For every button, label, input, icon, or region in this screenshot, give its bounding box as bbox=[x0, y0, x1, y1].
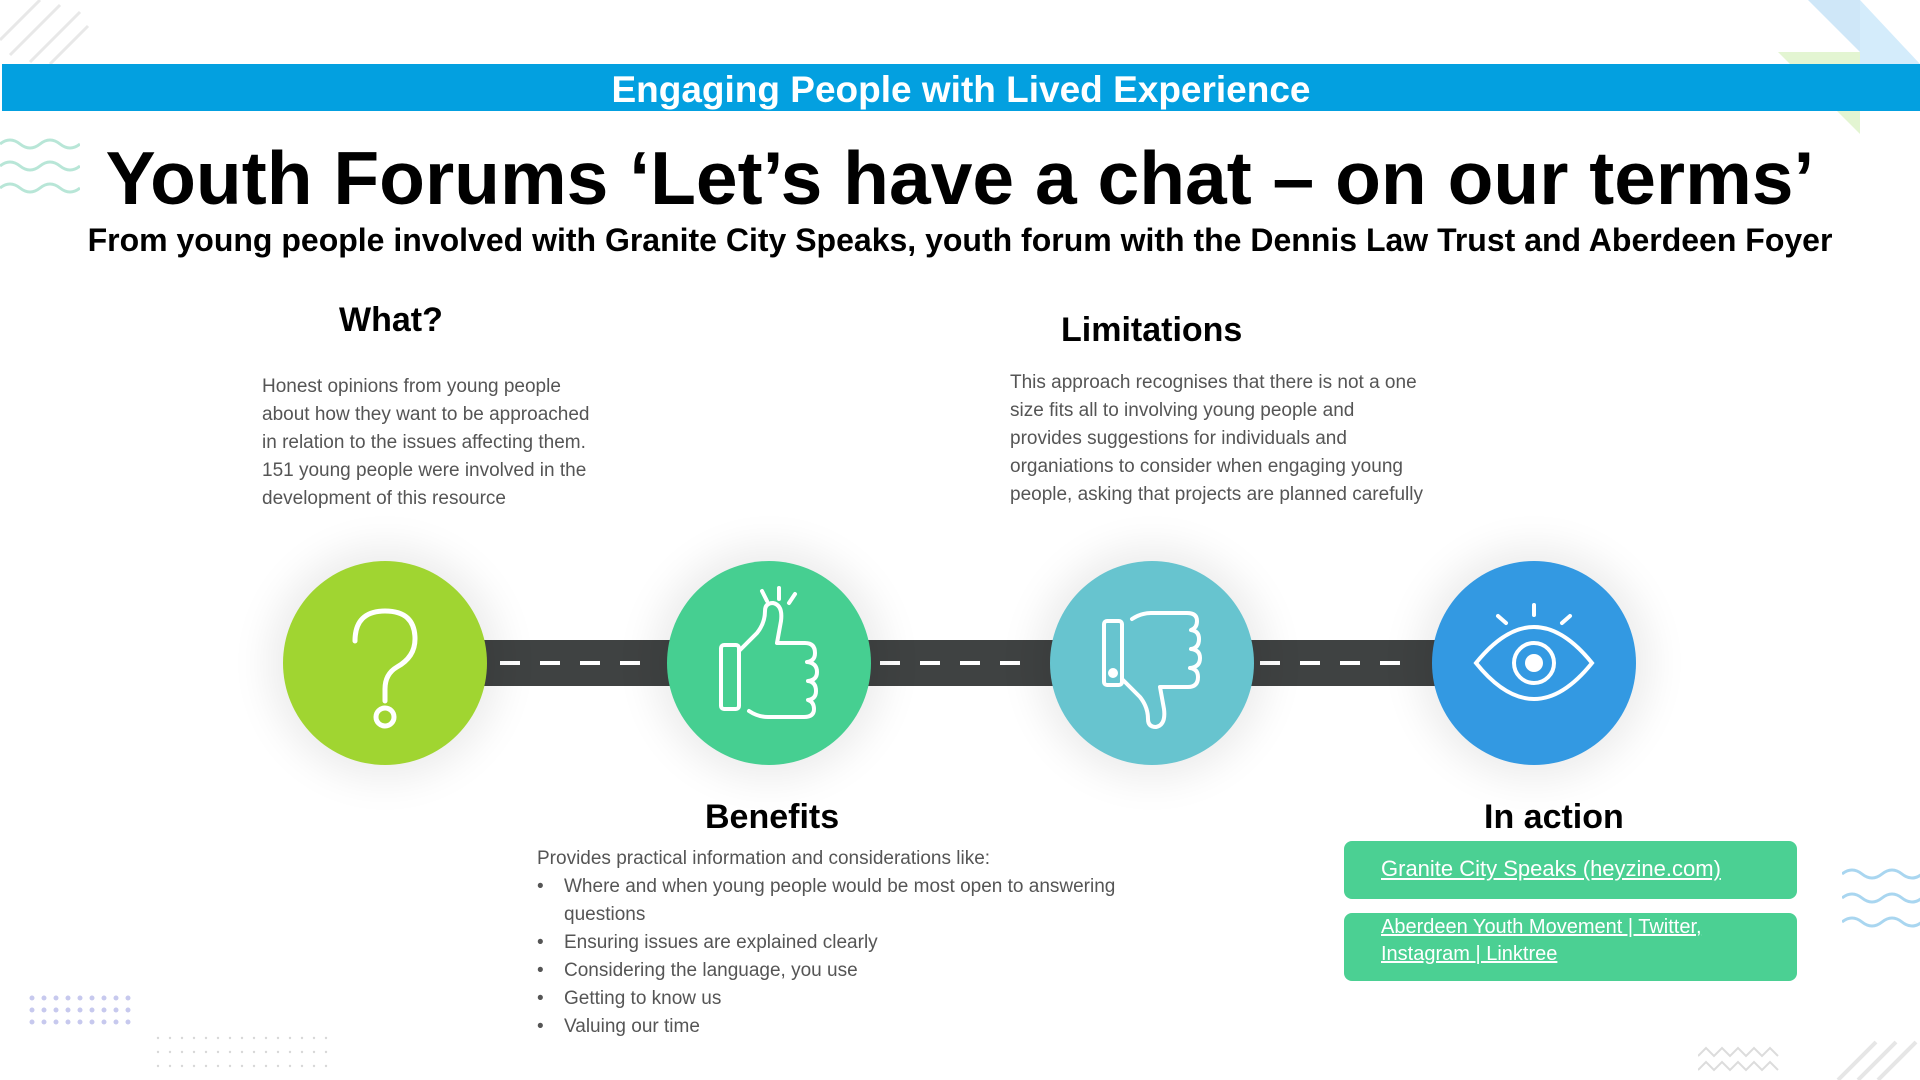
link-box-granite-city-speaks[interactable]: Granite City Speaks (heyzine.com) bbox=[1344, 841, 1797, 899]
page-title: Youth Forums ‘Let’s have a chat – on our… bbox=[105, 136, 1815, 220]
what-line: development of this resource bbox=[262, 488, 506, 509]
road-dash bbox=[920, 661, 940, 665]
road-dash bbox=[960, 661, 980, 665]
granite-city-speaks-link[interactable]: Granite City Speaks (heyzine.com) bbox=[1381, 856, 1721, 881]
limitations-circle bbox=[1050, 561, 1254, 765]
list-item: Getting to know us bbox=[537, 985, 1177, 1013]
what-circle bbox=[283, 561, 487, 765]
what-line: 151 young people were involved in the bbox=[262, 460, 587, 481]
limitations-line: people, asking that projects are planned… bbox=[1010, 484, 1423, 505]
what-line: in relation to the issues affecting them… bbox=[262, 432, 586, 453]
limitations-line: organiations to consider when engaging y… bbox=[1010, 456, 1403, 477]
what-description: Honest opinions from young people about … bbox=[262, 373, 632, 513]
section-banner: Engaging People with Lived Experience bbox=[2, 64, 1920, 111]
road-dash bbox=[500, 661, 520, 665]
road-dash bbox=[1380, 661, 1400, 665]
road-connector bbox=[470, 640, 1470, 686]
road-dash bbox=[1340, 661, 1360, 665]
road-dash bbox=[620, 661, 640, 665]
limitations-line: size fits all to involving young people … bbox=[1010, 400, 1355, 421]
what-line: Honest opinions from young people bbox=[262, 376, 561, 397]
benefits-circle bbox=[667, 561, 871, 765]
list-item: Where and when young people would be mos… bbox=[537, 873, 1177, 929]
in-action-heading: In action bbox=[1484, 798, 1624, 836]
limitations-line: This approach recognises that there is n… bbox=[1010, 372, 1417, 393]
what-line: about how they want to be approached bbox=[262, 404, 590, 425]
limitations-heading: Limitations bbox=[1061, 311, 1243, 349]
limitations-line: provides suggestions for individuals and bbox=[1010, 428, 1347, 449]
eye-icon bbox=[1473, 603, 1595, 701]
road-dash bbox=[1000, 661, 1020, 665]
list-item: Ensuring issues are explained clearly bbox=[537, 929, 1177, 957]
thumbs-up-icon bbox=[719, 586, 819, 719]
list-item: Valuing our time bbox=[537, 1013, 1177, 1041]
list-item: Considering the language, you use bbox=[537, 957, 1177, 985]
decorative-waves-left bbox=[0, 138, 80, 194]
question-mark-icon bbox=[352, 608, 418, 729]
road-dash bbox=[1300, 661, 1320, 665]
road-dash bbox=[540, 661, 560, 665]
page-subtitle: From young people involved with Granite … bbox=[87, 222, 1833, 258]
thumbs-down-icon bbox=[1102, 611, 1202, 729]
road-dash bbox=[1260, 661, 1280, 665]
road-dash bbox=[880, 661, 900, 665]
benefits-list: Where and when young people would be mos… bbox=[537, 873, 1177, 1041]
limitations-description: This approach recognises that there is n… bbox=[1010, 369, 1470, 509]
decorative-waves-right bbox=[1842, 868, 1920, 928]
benefits-intro: Provides practical information and consi… bbox=[537, 848, 991, 869]
decorative-corner-lines-top-left bbox=[0, 0, 90, 64]
in-action-circle bbox=[1432, 561, 1636, 765]
link-box-aberdeen-youth-movement[interactable]: Aberdeen Youth Movement | Twitter, Insta… bbox=[1344, 913, 1797, 981]
what-heading: What? bbox=[339, 301, 443, 339]
decorative-chevrons-bottom-right bbox=[1698, 1040, 1918, 1080]
decorative-dots-bottom-left bbox=[29, 995, 328, 1068]
aberdeen-youth-movement-link[interactable]: Aberdeen Youth Movement | Twitter, Insta… bbox=[1381, 916, 1702, 965]
benefits-heading: Benefits bbox=[705, 798, 840, 836]
road-dash bbox=[580, 661, 600, 665]
